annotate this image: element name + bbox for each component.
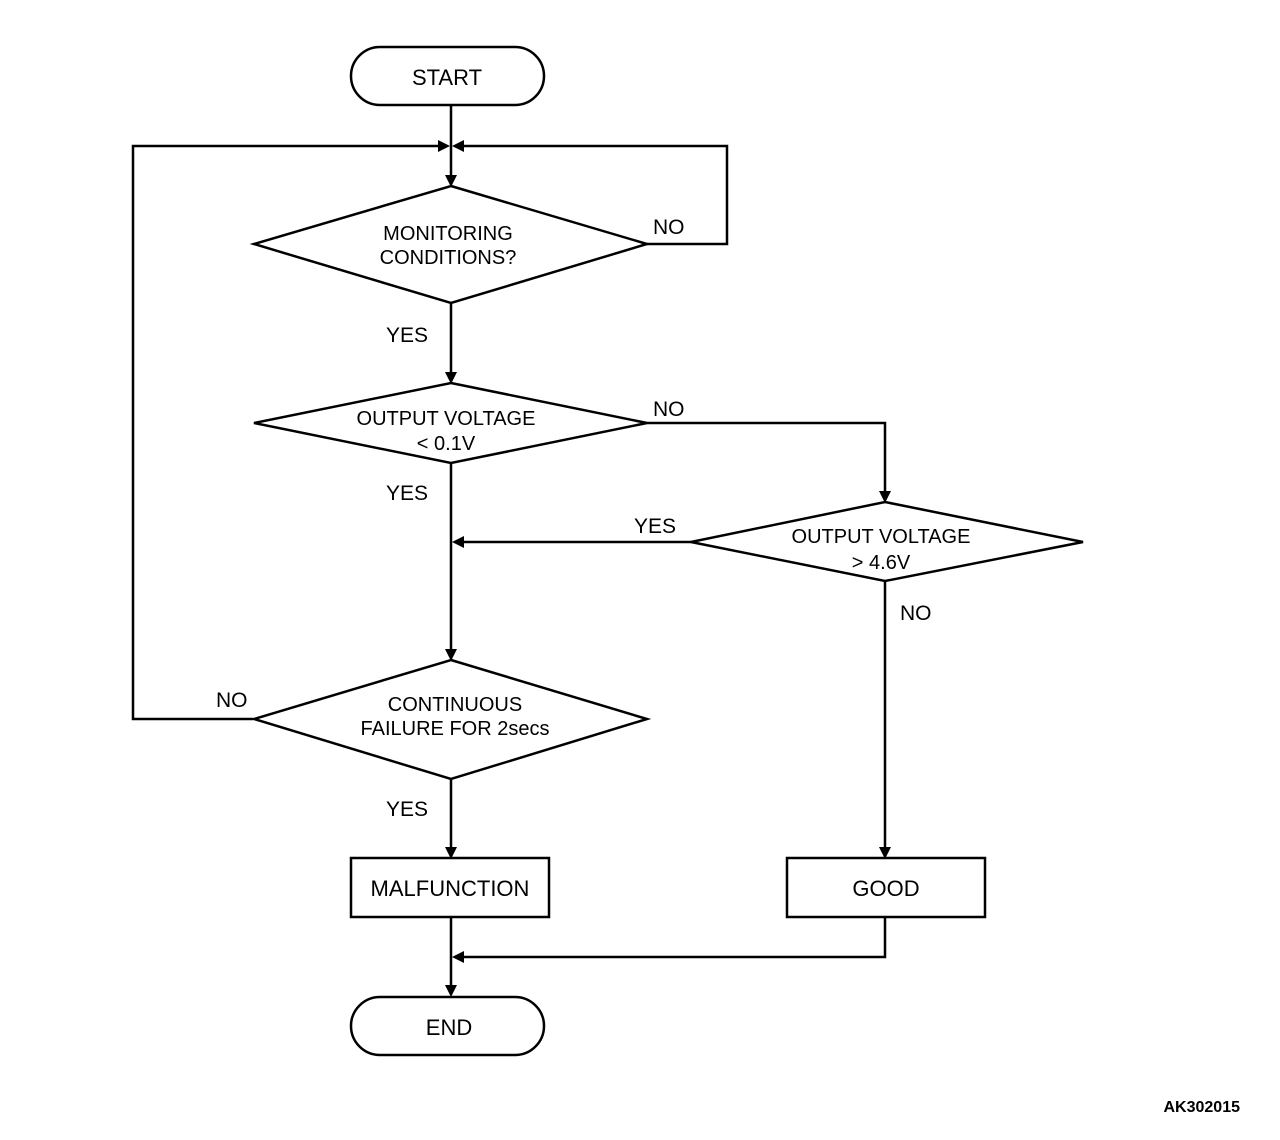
arrowheads — [438, 140, 891, 997]
continuous-label-line1: CONTINUOUS — [388, 694, 522, 716]
arrowhead-down-low — [445, 372, 457, 384]
connector-low-no-to-high — [647, 421, 887, 492]
high-voltage-label-line2: > 4.6V — [852, 552, 911, 574]
arrowhead-down-continuous — [445, 649, 457, 661]
continuous-no-label: NO — [216, 689, 248, 712]
arrowhead-down-monitoring — [445, 175, 457, 187]
low-voltage-label-line2: < 0.1V — [417, 433, 476, 455]
high-voltage-decision: OUTPUT VOLTAGE > 4.6V — [690, 500, 1084, 583]
arrowhead-down-end — [445, 985, 457, 997]
arrowhead-down-high — [879, 491, 891, 503]
low-voltage-label-line1: OUTPUT VOLTAGE — [357, 408, 536, 430]
low-voltage-yes-label: YES — [386, 482, 428, 505]
arrowhead-right-top-merge — [438, 140, 450, 152]
continuous-yes-label: YES — [386, 798, 428, 821]
good-label: GOOD — [852, 876, 919, 901]
figure-id: AK302015 — [1164, 1099, 1241, 1116]
connectors — [131, 106, 887, 986]
monitoring-no-label: NO — [653, 216, 685, 239]
high-voltage-yes-label: YES — [634, 515, 676, 538]
start-node: START — [349, 45, 546, 107]
high-voltage-label-line1: OUTPUT VOLTAGE — [792, 526, 971, 548]
start-label: START — [412, 65, 482, 90]
malfunction-node: MALFUNCTION — [349, 856, 551, 919]
arrowhead-left-top-merge — [452, 140, 464, 152]
arrowhead-down-good — [879, 847, 891, 859]
arrowhead-left-good-merge — [452, 951, 464, 963]
good-node: GOOD — [785, 856, 987, 919]
continuous-failure-decision: CONTINUOUS FAILURE FOR 2secs — [249, 658, 652, 781]
connector-good-to-end — [462, 918, 887, 959]
edge-labels: NO YES NO YES YES NO NO YES — [216, 216, 932, 821]
monitoring-label-line1: MONITORING — [383, 223, 513, 245]
continuous-label-line2: FAILURE FOR 2secs — [361, 718, 550, 740]
arrowhead-left-high-yes — [452, 536, 464, 548]
connector-continuous-no-loop — [131, 144, 440, 721]
low-voltage-decision: OUTPUT VOLTAGE < 0.1V — [253, 381, 648, 465]
malfunction-label: MALFUNCTION — [371, 876, 530, 901]
arrowhead-down-malfunction — [445, 847, 457, 859]
monitoring-decision: MONITORING CONDITIONS? — [249, 184, 652, 305]
high-voltage-no-label: NO — [900, 602, 932, 625]
connector-monitoring-no-loop — [462, 144, 729, 246]
monitoring-yes-label: YES — [386, 324, 428, 347]
end-node: END — [349, 995, 546, 1057]
monitoring-label-line2: CONDITIONS? — [380, 247, 517, 269]
low-voltage-no-label: NO — [653, 398, 685, 421]
end-label: END — [426, 1015, 472, 1040]
